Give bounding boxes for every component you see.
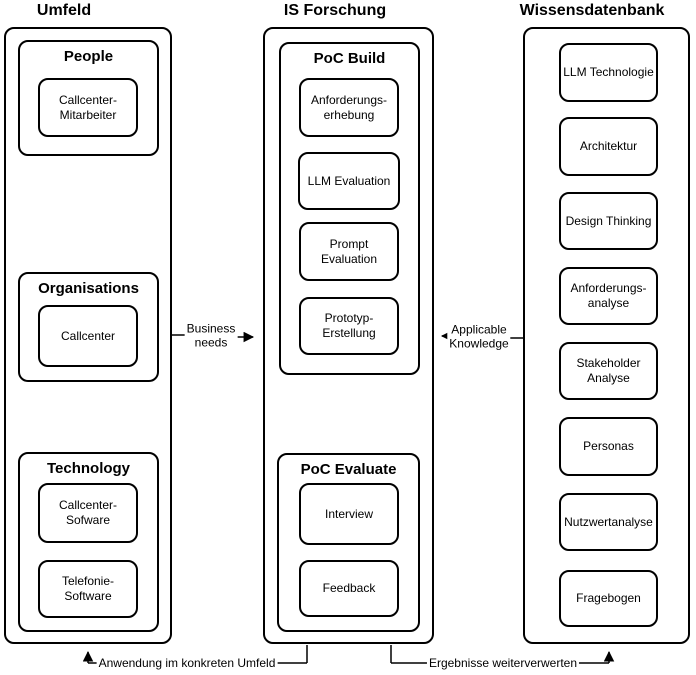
business-needs-label: Business needs — [184, 321, 238, 351]
technology-section-title: Technology — [46, 460, 131, 477]
personas-box: Personas — [559, 417, 658, 476]
column-title-wissensdatenbank: Wissensdatenbank — [519, 2, 665, 19]
prototyp-erstellung-box: Prototyp- Erstellung — [299, 297, 399, 355]
poc-evaluate-section: PoC Evaluate Interview Feedback — [277, 453, 420, 632]
umfeld-container: People Callcenter- Mitarbeiter Organisat… — [4, 27, 172, 644]
llm-technologie-box: LLM Technologie — [559, 43, 658, 102]
poc-build-section: PoC Build Anforderungs- erhebung LLM Eva… — [279, 42, 420, 375]
technology-section: Technology Callcenter- Sofware Telefonie… — [18, 452, 159, 632]
people-section: People Callcenter- Mitarbeiter — [18, 40, 159, 156]
callcenter-sofware-box: Callcenter- Sofware — [38, 483, 138, 543]
prompt-evaluation-box: Prompt Evaluation — [299, 222, 399, 281]
organisations-section: Organisations Callcenter — [18, 272, 159, 382]
poc-evaluate-section-title: PoC Evaluate — [300, 461, 397, 478]
column-title-umfeld: Umfeld — [36, 2, 92, 19]
organisations-section-title: Organisations — [38, 280, 139, 297]
stakeholder-analyse-box: Stakeholder Analyse — [559, 342, 658, 400]
is-forschung-container: PoC Build Anforderungs- erhebung LLM Eva… — [263, 27, 434, 644]
telefonie-software-box: Telefonie- Software — [38, 560, 138, 618]
fragebogen-box: Fragebogen — [559, 570, 658, 627]
design-thinking-box: Design Thinking — [559, 192, 658, 250]
people-section-title: People — [63, 48, 114, 65]
anwendung-label: Anwendung im konkreten Umfeld — [96, 655, 278, 671]
nutzwertanalyse-box: Nutzwertanalyse — [559, 493, 658, 551]
interview-box: Interview — [299, 483, 399, 545]
llm-evaluation-box: LLM Evaluation — [298, 152, 400, 210]
callcenter-box: Callcenter — [38, 305, 138, 367]
anforderungserhebung-box: Anforderungs- erhebung — [299, 78, 399, 137]
applicable-knowledge-label: Applicable Knowledge — [447, 322, 511, 352]
anforderungsanalyse-box: Anforderungs- analyse — [559, 267, 658, 325]
feedback-box: Feedback — [299, 560, 399, 617]
callcenter-mitarbeiter-box: Callcenter- Mitarbeiter — [38, 78, 138, 137]
wissensdatenbank-container: LLM Technologie Architektur Design Think… — [523, 27, 690, 644]
poc-build-section-title: PoC Build — [313, 50, 386, 67]
ergebnisse-label: Ergebnisse weiterverwerten — [426, 655, 580, 671]
column-title-is-forschung: IS Forschung — [283, 2, 387, 19]
architektur-box: Architektur — [559, 117, 658, 176]
